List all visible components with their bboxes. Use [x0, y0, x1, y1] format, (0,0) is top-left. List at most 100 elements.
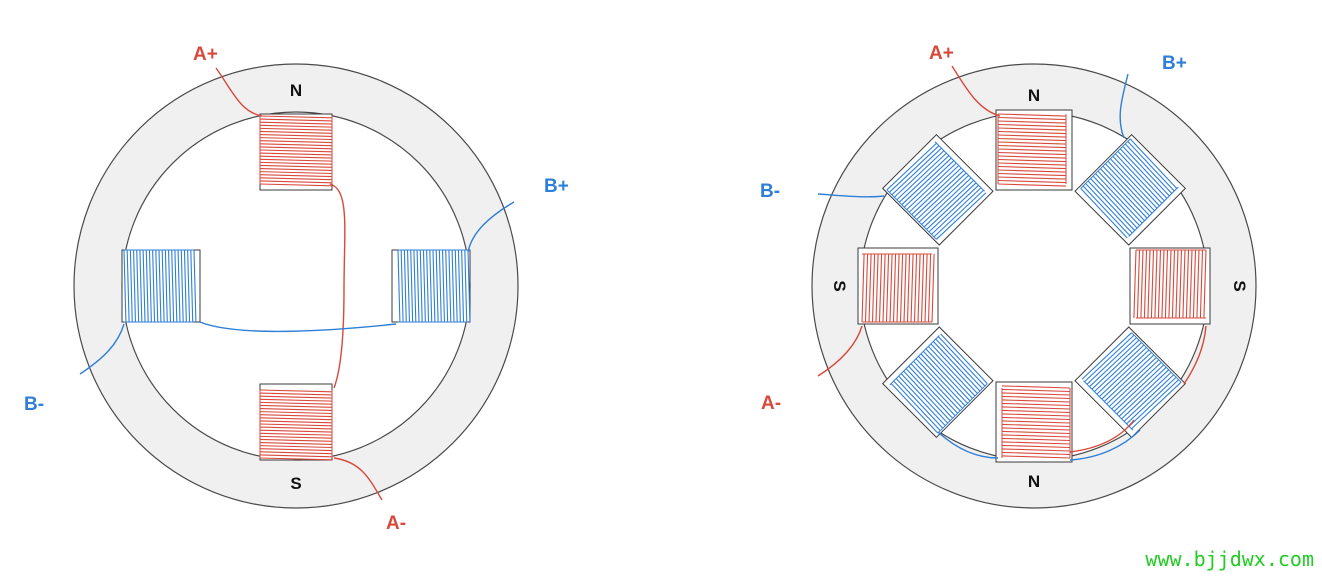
right-coil-0-turn [997, 116, 1067, 121]
left-coil-top-turn [259, 140, 333, 144]
right-coil-3-edge [1083, 380, 1134, 431]
right-coil-5-edge [937, 383, 988, 434]
right-coil-4-turn [1001, 434, 1071, 438]
left-coil-top-turn [259, 118, 333, 122]
right-coil-6-turn [885, 253, 890, 323]
left-coil-left-turn [164, 249, 168, 323]
left-coil-right-phase-b [397, 249, 471, 323]
right-coil-4-turn [1001, 420, 1071, 424]
left-coil-right-turn [416, 249, 420, 323]
left-coil-bottom-turn [259, 398, 333, 402]
right-pole-label-right: S [1230, 280, 1249, 291]
left-coil-right-turn [400, 249, 404, 323]
right-coil-6-turn [924, 253, 928, 323]
right-coil-3-turn [1081, 332, 1132, 380]
right-coil-3-turn [1118, 369, 1170, 417]
right-coil-4-turn [1001, 385, 1071, 389]
right-pole-6 [857, 247, 939, 325]
right-coil-1-turn [1087, 180, 1136, 231]
right-coil-3-turn [1086, 337, 1137, 385]
left-terminal-b-minus: B- [24, 394, 44, 415]
right-coil-0-turn [997, 120, 1067, 124]
right-coil-4-turn [1001, 392, 1071, 396]
left-coil-right-turn [464, 249, 468, 323]
right-coil-7-edge [886, 189, 937, 240]
left-coil-left-turn [148, 249, 152, 323]
left-coil-top-turn [259, 183, 333, 187]
left-coil-bottom-turn [259, 407, 333, 411]
right-coil-2-turn [1203, 249, 1207, 319]
right-coil-7-turn [918, 175, 970, 223]
right-coil-4-turn [1001, 441, 1071, 445]
right-pole-4 [995, 381, 1073, 463]
right-coil-2-turn [1199, 249, 1204, 319]
left-wire-b-plus [467, 201, 515, 253]
left-coil-right-turn [457, 249, 461, 323]
right-coil-2-turn [1143, 249, 1148, 319]
right-coil-2-turn [1189, 249, 1193, 319]
right-coil-7-turn [923, 179, 974, 228]
left-coil-bottom-turn [259, 404, 333, 408]
left-coil-bottom-turn [259, 423, 333, 427]
right-coil-4-turn [1001, 427, 1071, 431]
left-coil-top-turn [259, 180, 333, 184]
right-coil-4-turn [1001, 399, 1071, 403]
left-coil-top-turn [259, 143, 333, 147]
right-coil-7-turn [911, 167, 962, 215]
right-wire-a-link-2 [1183, 325, 1207, 385]
right-coil-5-turn [937, 336, 986, 387]
right-coil-0-turn [997, 123, 1067, 128]
left-coil-top [259, 115, 333, 187]
left-coil-top-turn [259, 161, 333, 165]
left-coil-right-turn [467, 249, 471, 323]
right-coil-3-turn [1126, 376, 1177, 425]
right-coil-5-turn [910, 363, 959, 414]
right-coil-1-turn [1100, 168, 1148, 219]
right-coil-3-turn [1123, 374, 1175, 422]
left-coil-right-turn [422, 249, 426, 323]
right-coil-1-turn [1122, 145, 1170, 197]
left-coil-right-turn [432, 249, 436, 323]
left-coil-bottom-turn [259, 395, 333, 399]
right-coil-3-turn [1131, 381, 1182, 430]
right-pole-3 [1074, 326, 1187, 439]
right-coil-1-turn [1095, 173, 1143, 224]
left-coil-top-turn [259, 164, 333, 168]
right-coil-1 [1080, 138, 1179, 239]
left-coil-left-turn [145, 249, 149, 323]
right-pole-label-bottom: N [1028, 472, 1040, 491]
right-coil-4-turn [1001, 451, 1071, 456]
right-coil-3-turn [1113, 364, 1165, 412]
right-coil-2-turn [1164, 249, 1169, 319]
left-coil-right [397, 249, 471, 323]
left-coil-right-turn [413, 249, 417, 323]
left-coil-left-turn [155, 249, 159, 323]
left-coil-bottom-turn [259, 426, 333, 430]
right-coil-5-turn [895, 378, 944, 429]
left-coil-bottom-turn [259, 454, 333, 458]
left-coil-bottom-turn [259, 445, 333, 449]
right-terminal-b-plus: B+ [1162, 53, 1187, 74]
right-coil-0 [997, 113, 1067, 187]
right-coil-3-turn [1096, 347, 1147, 395]
watermark-text: www.bjjdwx.com [1145, 547, 1314, 571]
right-coil-3-turn [1084, 334, 1135, 383]
left-coil-left-turn [126, 249, 130, 323]
right-coil-7-turn [931, 187, 982, 235]
right-coil-1-turn [1127, 141, 1175, 192]
left-coil-right-turn [448, 249, 452, 323]
left-coil-left-phase-b [123, 249, 197, 323]
right-coil-1-turn [1085, 183, 1133, 234]
left-coil-bottom-turn [259, 420, 333, 424]
right-coil-7-turn [893, 150, 945, 198]
right-coil-5-turn [940, 333, 988, 384]
right-coil-7-turn [901, 157, 952, 206]
right-coil-1-turn [1124, 143, 1173, 194]
left-wire-a-minus [333, 457, 383, 501]
left-coil-right-turn [419, 249, 423, 323]
right-coil-3 [1081, 332, 1182, 431]
right-coil-6-turn [882, 253, 886, 323]
left-coil-bottom-turn [259, 435, 333, 439]
left-coil-top-turn [259, 152, 333, 156]
right-coil-0-turn [997, 162, 1067, 166]
